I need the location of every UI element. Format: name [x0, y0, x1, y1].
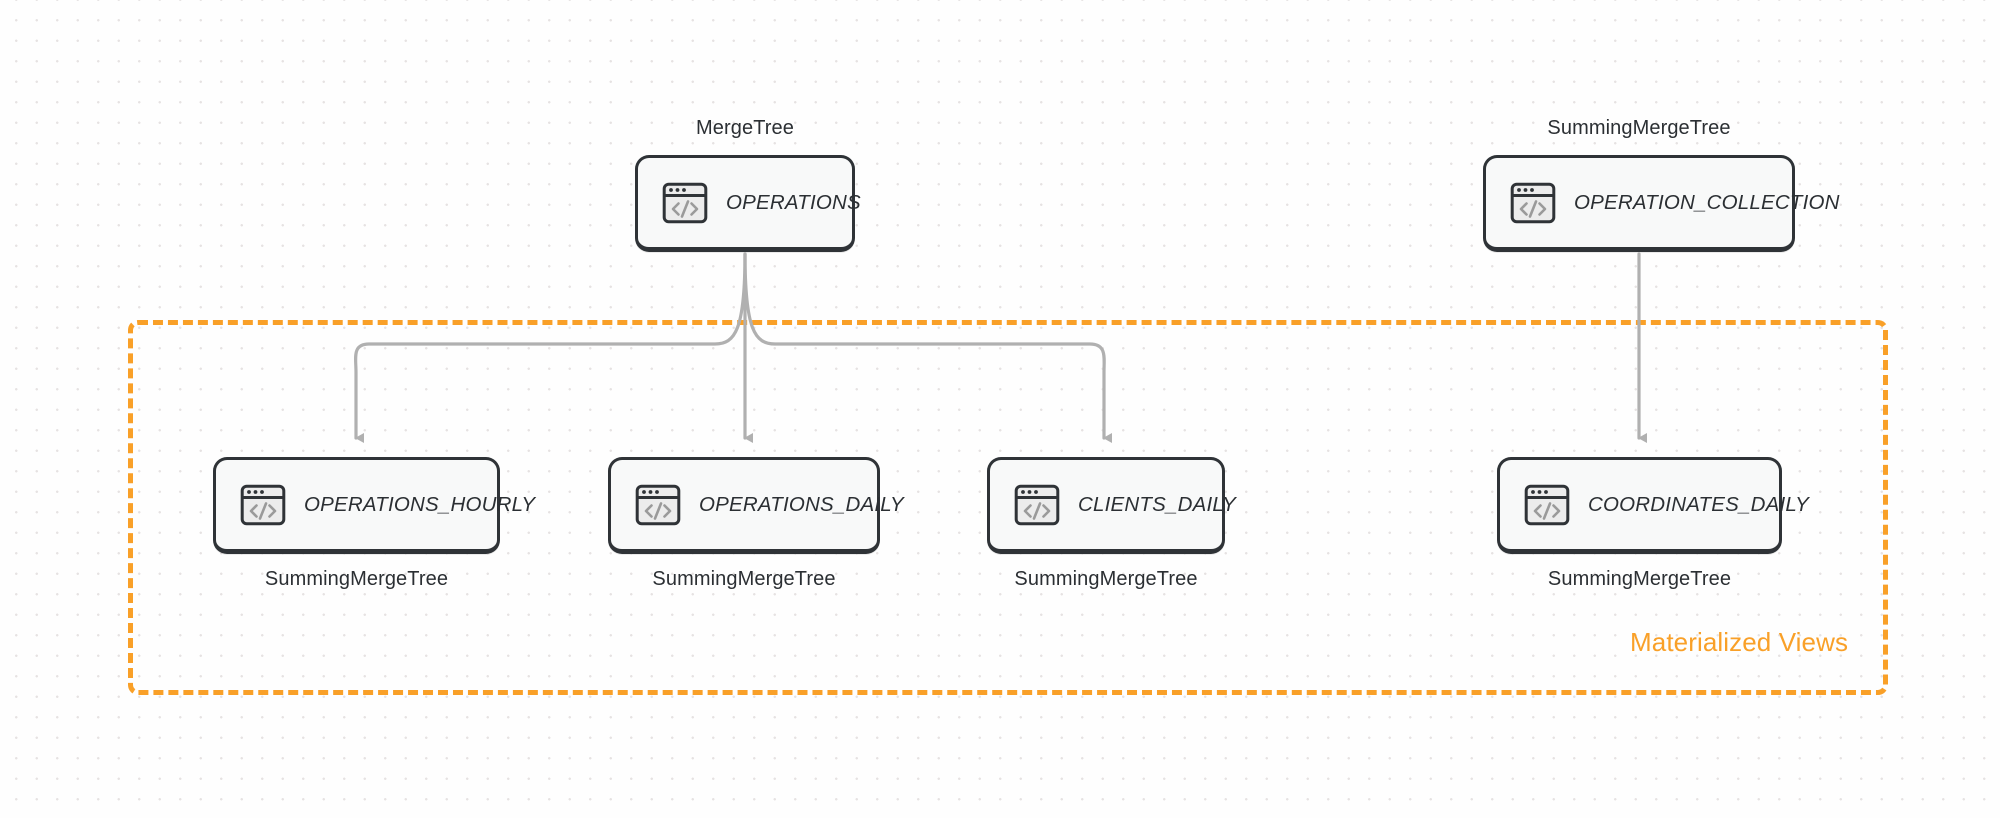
engine-label-coordinates_daily: SummingMergeTree [1547, 568, 1732, 590]
code-window-icon [1510, 182, 1556, 224]
table-node-operations_hourly[interactable]: OPERATIONS_HOURLY [213, 457, 535, 554]
table-node-operation_collection[interactable]: OPERATION_COLLECTION [1483, 155, 1839, 252]
table-node-label: OPERATIONS_DAILY [699, 492, 904, 516]
table-node-operations_daily[interactable]: OPERATIONS_DAILY [608, 457, 904, 554]
engine-label-operation_collection: SummingMergeTree [1547, 117, 1731, 139]
table-node-coordinates_daily[interactable]: COORDINATES_DAILY [1497, 457, 1809, 554]
engine-label-operations: MergeTree [696, 117, 794, 139]
table-node-label: COORDINATES_DAILY [1588, 492, 1809, 516]
engine-label-operations_daily: SummingMergeTree [652, 568, 836, 590]
materialized-views-label: Materialized Views [1630, 627, 1849, 657]
code-window-icon [240, 484, 286, 526]
engine-label-operations_hourly: SummingMergeTree [264, 568, 449, 590]
table-node-label: CLIENTS_DAILY [1078, 492, 1236, 516]
code-window-icon [1014, 484, 1060, 526]
code-window-icon [662, 182, 708, 224]
table-node-label: OPERATION_COLLECTION [1574, 190, 1840, 214]
table-node-clients_daily[interactable]: CLIENTS_DAILY [987, 457, 1236, 554]
code-window-icon [635, 484, 681, 526]
table-node-label: OPERATIONS [726, 190, 861, 214]
engine-label-clients_daily: SummingMergeTree [1014, 568, 1198, 590]
code-window-icon [1524, 484, 1570, 526]
table-node-label: OPERATIONS_HOURLY [304, 492, 536, 516]
table-node-operations[interactable]: OPERATIONS [635, 155, 861, 252]
